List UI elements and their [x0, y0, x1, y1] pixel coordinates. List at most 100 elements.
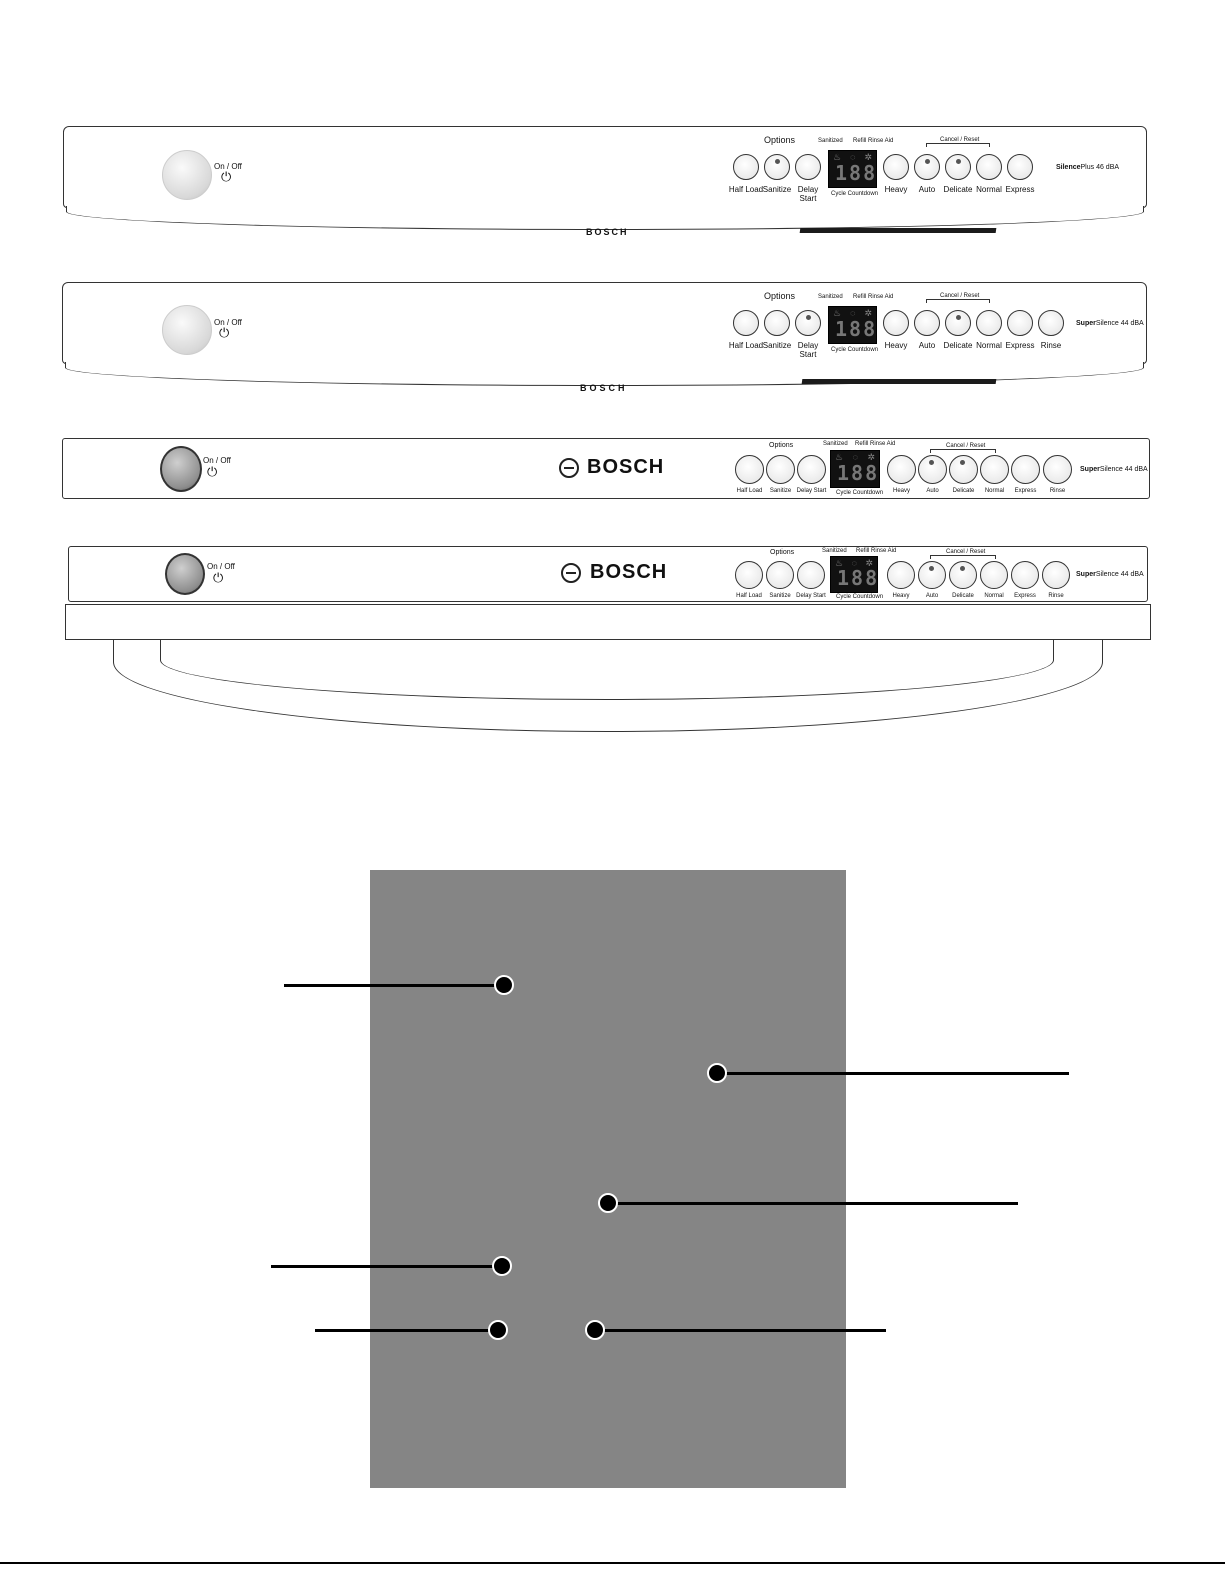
cycle-button-label: Auto	[918, 185, 936, 194]
cycle-button-4-9[interactable]	[1042, 561, 1070, 589]
cycle-button-label: Half Load	[728, 185, 764, 194]
cycle-button-3-7[interactable]	[980, 455, 1009, 484]
power-knob-2[interactable]	[162, 305, 212, 355]
cancel-bracket-3	[930, 449, 996, 453]
power-icon-4: ⏻	[213, 570, 224, 585]
cycle-button-4-1[interactable]	[735, 561, 763, 589]
cycle-button-4-2[interactable]	[766, 561, 794, 589]
cycle-button-2-5[interactable]	[914, 310, 940, 336]
bosch-logo-icon-3	[559, 458, 579, 478]
cycle-button-label: Half Load	[736, 593, 762, 599]
callout-dot-4	[492, 1256, 512, 1276]
cycle-button-label: Delicate	[952, 593, 974, 599]
model-label-3: SuperSilence 44 dBA	[1080, 466, 1148, 473]
power-knob-4[interactable]	[165, 553, 205, 595]
cycle-button-1-3[interactable]	[795, 154, 821, 180]
cycle-button-2-4[interactable]	[883, 310, 909, 336]
cycle-button-3-4[interactable]	[887, 455, 916, 484]
cycle-button-4-4[interactable]	[887, 561, 915, 589]
indicator-led	[929, 566, 934, 571]
model-label-4: SuperSilence 44 dBA	[1076, 571, 1144, 578]
cycle-button-2-6[interactable]	[945, 310, 971, 336]
cycle-button-1-7[interactable]	[976, 154, 1002, 180]
indicator-led	[806, 315, 811, 320]
cycle-button-2-8[interactable]	[1007, 310, 1033, 336]
cycle-button-2-3[interactable]	[795, 310, 821, 336]
cycle-button-2-2[interactable]	[764, 310, 790, 336]
cycle-button-label: Express	[1005, 185, 1035, 194]
cycle-display-4: ♨◌✲ 188	[830, 556, 878, 593]
cycle-button-2-9[interactable]	[1038, 310, 1064, 336]
onoff-label-2: On / Off	[214, 318, 242, 327]
callout-dot-2	[707, 1063, 727, 1083]
bottom-brand-1: BOSCH	[586, 227, 629, 237]
indicator-led	[925, 159, 930, 164]
cycle-button-1-6[interactable]	[945, 154, 971, 180]
cycle-display-1: ♨◌✲ 188	[828, 150, 877, 188]
callout-dot-5	[488, 1320, 508, 1340]
cycle-button-label: Heavy	[892, 593, 910, 599]
cycle-button-label: Sanitize	[762, 185, 792, 194]
cycle-button-label: Rinse	[1048, 593, 1064, 599]
cycle-button-label: Auto	[925, 593, 939, 599]
callout-dot-1	[494, 975, 514, 995]
cycle-button-3-9[interactable]	[1043, 455, 1072, 484]
cycle-button-3-8[interactable]	[1011, 455, 1040, 484]
cancel-label-3: Cancel / Reset	[946, 443, 986, 449]
cycle-button-label: Rinse	[1040, 341, 1062, 350]
diagram-placeholder-box	[370, 870, 846, 1488]
cycle-button-4-6[interactable]	[949, 561, 977, 589]
cycle-display-3: ♨◌✲ 188	[830, 450, 880, 488]
cycle-button-label: Delay Start	[797, 341, 819, 359]
display-icons-3: ♨◌✲	[835, 452, 875, 462]
cycle-button-label: Normal	[976, 341, 1002, 350]
callout-line-2	[717, 1072, 1069, 1075]
cycle-label-3: Cycle Countdown	[836, 490, 884, 496]
refill-label-3: Refill Rinse Aid	[855, 441, 896, 447]
cycle-button-4-7[interactable]	[980, 561, 1008, 589]
cycle-button-1-5[interactable]	[914, 154, 940, 180]
power-knob-3[interactable]	[160, 446, 202, 492]
callout-line-4	[271, 1265, 504, 1268]
refill-label-2: Refill Rinse Aid	[853, 294, 894, 300]
cycle-button-3-3[interactable]	[797, 455, 826, 484]
callout-dot-6	[585, 1320, 605, 1340]
power-knob-1[interactable]	[162, 150, 212, 200]
options-label-2: Options	[764, 291, 796, 301]
callout-line-3	[608, 1202, 1018, 1205]
cycle-button-label: Auto	[918, 341, 936, 350]
cycle-button-1-1[interactable]	[733, 154, 759, 180]
cycle-button-1-2[interactable]	[764, 154, 790, 180]
cycle-button-label: Express	[1014, 488, 1037, 494]
onoff-label-1: On / Off	[214, 162, 242, 171]
cancel-label-1: Cancel / Reset	[940, 137, 980, 143]
cancel-label-4: Cancel / Reset	[946, 549, 986, 555]
cycle-button-2-7[interactable]	[976, 310, 1002, 336]
options-label-1: Options	[764, 135, 796, 145]
options-label-3: Options	[769, 442, 794, 449]
model-label-1: SilencePlus 46 dBA	[1056, 164, 1120, 171]
cycle-button-3-5[interactable]	[918, 455, 947, 484]
cycle-button-4-8[interactable]	[1011, 561, 1039, 589]
cycle-button-label: Delay Start	[796, 488, 827, 494]
cycle-button-label: Rinse	[1049, 488, 1066, 494]
cycle-button-1-4[interactable]	[883, 154, 909, 180]
cycle-button-label: Delay Start	[797, 185, 819, 203]
cycle-button-1-8[interactable]	[1007, 154, 1033, 180]
cycle-button-label: Sanitize	[769, 593, 791, 599]
display-strip-1	[799, 228, 997, 233]
page-bottom-rule	[0, 1562, 1225, 1564]
power-icon-1: ⏻	[221, 169, 232, 184]
cycle-button-3-6[interactable]	[949, 455, 978, 484]
cycle-button-label: Normal	[984, 488, 1005, 494]
brand-3: BOSCH	[587, 456, 665, 478]
cancel-label-2: Cancel / Reset	[940, 293, 980, 299]
cancel-bracket-2	[926, 299, 990, 303]
cycle-button-3-2[interactable]	[766, 455, 795, 484]
cycle-button-3-1[interactable]	[735, 455, 764, 484]
cycle-button-4-5[interactable]	[918, 561, 946, 589]
sanitized-label-4: Sanitized	[822, 548, 847, 554]
power-icon-3: ⏻	[207, 464, 218, 479]
cycle-button-4-3[interactable]	[797, 561, 825, 589]
cycle-button-2-1[interactable]	[733, 310, 759, 336]
